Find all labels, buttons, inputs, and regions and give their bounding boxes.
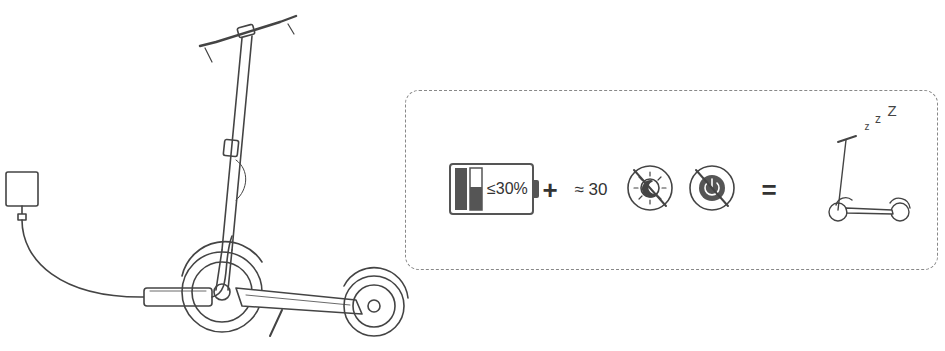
- light-icon: [628, 166, 672, 210]
- brake-cable: [236, 160, 246, 200]
- deck: [236, 288, 362, 314]
- sleeping-scooter: [829, 136, 910, 221]
- deck-grip: [246, 295, 350, 305]
- plus-sign: +: [542, 177, 557, 203]
- front-fender: [182, 242, 262, 276]
- charger-edge: [150, 291, 206, 292]
- battery-bars: [454, 167, 484, 211]
- kickstand: [270, 310, 282, 336]
- power-icon: [690, 166, 734, 210]
- power-cable: [22, 220, 144, 297]
- battery-level: ≤30%: [487, 181, 528, 197]
- folding-joint: [223, 139, 239, 156]
- rear-fender: [344, 268, 408, 298]
- sleep-letter: Z: [887, 103, 896, 118]
- sleep-letter: z: [875, 113, 881, 125]
- plug: [18, 206, 26, 220]
- dashed-panel: ≤30%+≈ 30=zzZ: [405, 90, 938, 270]
- wall-socket: [6, 172, 38, 206]
- equals-sign: =: [761, 177, 776, 203]
- rear-hub: [368, 300, 380, 312]
- battery-terminal: [534, 180, 539, 198]
- battery-icon: ≤30%: [449, 163, 534, 215]
- rear-rim: [353, 285, 395, 327]
- stem: [222, 36, 252, 250]
- sleep-letter: z: [865, 122, 870, 132]
- charger: [144, 288, 212, 306]
- duration-text: ≈ 30: [575, 181, 608, 198]
- front-hub: [214, 284, 230, 300]
- rear-wheel: [344, 276, 404, 336]
- handlebar: [200, 16, 296, 46]
